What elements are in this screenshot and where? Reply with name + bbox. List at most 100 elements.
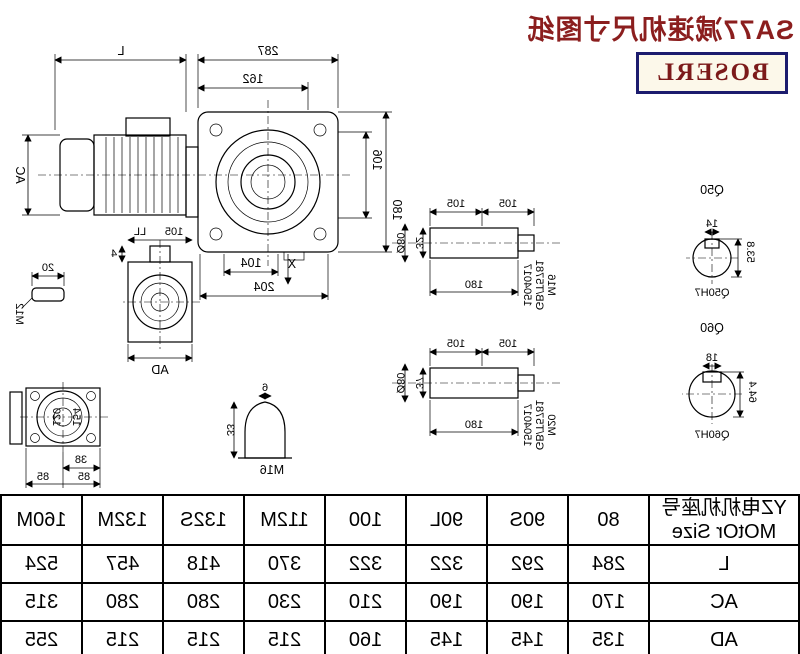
dim-120: 120 [50, 408, 62, 426]
motor-size-header-line2: MOtOr Size [671, 521, 777, 543]
dim-180-bottom: 180 [465, 419, 483, 431]
key-pin-detail: 20 M12 [13, 262, 65, 325]
column-header-cell: 90S [487, 495, 568, 545]
table-row-L: L 284 292 322 322 370 418 457 524 [1, 545, 799, 583]
dim-32: 32 [413, 237, 425, 249]
input-shaft-bottom: 105 105 37 Ø80 M20 GB/T5781 1504017 180 [390, 338, 560, 450]
thread-M20-shaft: M20 [545, 414, 557, 435]
drawing-canvas: 287 162 L AC 106 180 X 104 [9, 44, 758, 488]
plug-detail: 6 33 M16 [224, 382, 292, 477]
dim-105-b1: 105 [447, 198, 465, 210]
table-cell: 145 [487, 621, 568, 654]
thread-M16-plug: M16 [260, 463, 284, 477]
dim-14: 14 [706, 218, 718, 230]
keyway-section-q50: Q50 14 53.8 Q50H7 [686, 183, 756, 299]
dim-162: 162 [243, 72, 264, 86]
table-cell: 190 [406, 583, 487, 621]
dim-dia80-top: Ø80 [394, 233, 406, 254]
row-label-cell: L [649, 545, 799, 583]
main-assembly-view: 287 162 L AC 106 180 X 104 [13, 44, 404, 300]
table-cell: 255 [1, 621, 82, 654]
table-cell: 215 [163, 621, 244, 654]
dim-106: 106 [370, 150, 384, 171]
thread-M12: M12 [13, 303, 25, 324]
dim-33: 33 [224, 424, 236, 436]
table-cell: 145 [406, 621, 487, 654]
dim-20: 20 [42, 262, 54, 274]
row-label-cell: AD [649, 621, 799, 654]
column-header-cell: 90L [406, 495, 487, 545]
table-cell: 135 [568, 621, 649, 654]
table-cell: 370 [244, 545, 325, 583]
table-cell: 160 [325, 621, 406, 654]
dim-4: 4 [111, 248, 117, 260]
column-header-cell: 132M [82, 495, 163, 545]
table-cell: 457 [82, 545, 163, 583]
table-cell: 280 [82, 583, 163, 621]
dim-6: 6 [262, 382, 268, 394]
dim-38: 38 [75, 454, 87, 466]
dim-X: X [287, 257, 296, 271]
dim-AC: AC [13, 166, 27, 183]
table-cell: 215 [244, 621, 325, 654]
table-cell: 322 [406, 545, 487, 583]
dim-AD: AD [151, 363, 168, 377]
column-header-cell: 100 [325, 495, 406, 545]
column-header-cell: 80 [568, 495, 649, 545]
dim-105-a1: 105 [499, 198, 517, 210]
dim-105-b2: 105 [447, 338, 465, 350]
table-cell: 315 [1, 583, 82, 621]
thread-M16-shaft: M16 [545, 274, 557, 295]
gearbox-side-view: 105 LL 4 AD [111, 226, 200, 377]
table-cell: 284 [568, 545, 649, 583]
code-top: 1504017 [521, 264, 533, 307]
column-header-cell: 160M [1, 495, 82, 545]
table-header-row: YZ电机机座号 MOtOr Size 80 90S 90L 100 112M 1… [1, 495, 799, 545]
bore-q60h7: Q60H7 [695, 429, 730, 441]
dim-180-top: 180 [465, 279, 483, 291]
output-flange-view: 120 154 38 85 85 [9, 382, 108, 488]
dim-85-b: 85 [37, 471, 49, 483]
dim-64-4: 64.4 [746, 381, 758, 402]
motor-size-header-line1: YZ电机机座号 [661, 497, 787, 519]
table-cell: 215 [82, 621, 163, 654]
motor-size-header-cell: YZ电机机座号 MOtOr Size [649, 495, 799, 545]
input-shaft-top: 105 105 32 Ø80 M16 GB/T5781 1504017 180 [390, 198, 560, 310]
row-label-cell: AC [649, 583, 799, 621]
dim-287: 287 [258, 44, 279, 58]
dim-53-8: 53.8 [744, 241, 756, 262]
standard-gb-bottom: GB/T5781 [533, 400, 545, 450]
table-cell: 210 [325, 583, 406, 621]
dim-dia80-bottom: Ø80 [394, 373, 406, 394]
table-row-AD: AD 135 145 145 160 215 215 215 255 [1, 621, 799, 654]
standard-gb-top: GB/T5781 [533, 260, 545, 310]
keyway-section-q60: Q60 18 64.4 Q60H7 [682, 321, 758, 441]
column-header-cell: 112M [244, 495, 325, 545]
label-q60: Q60 [700, 321, 724, 335]
dim-L: L [117, 44, 124, 58]
dim-85-a: 85 [78, 471, 90, 483]
table-cell: 292 [487, 545, 568, 583]
column-header-cell: 132S [163, 495, 244, 545]
dim-104: 104 [241, 256, 262, 270]
table-cell: 280 [163, 583, 244, 621]
dim-154: 154 [70, 408, 82, 426]
table-cell: 322 [325, 545, 406, 583]
dim-204: 204 [254, 280, 275, 294]
motor-fins [105, 137, 179, 213]
table-cell: 524 [1, 545, 82, 583]
dim-18: 18 [706, 352, 718, 364]
dim-37: 37 [413, 377, 425, 389]
table-cell: 170 [568, 583, 649, 621]
table-cell: 418 [163, 545, 244, 583]
table-cell: 190 [487, 583, 568, 621]
dim-180: 180 [390, 200, 404, 221]
dim-105-a2: 105 [499, 338, 517, 350]
dim-105-side: 105 [165, 226, 183, 238]
table-cell: 230 [244, 583, 325, 621]
table-row-AC: AC 170 190 190 210 230 280 280 315 [1, 583, 799, 621]
code-bottom: 1504017 [521, 404, 533, 447]
dim-LL: LL [134, 226, 146, 238]
label-q50: Q50 [700, 183, 724, 197]
